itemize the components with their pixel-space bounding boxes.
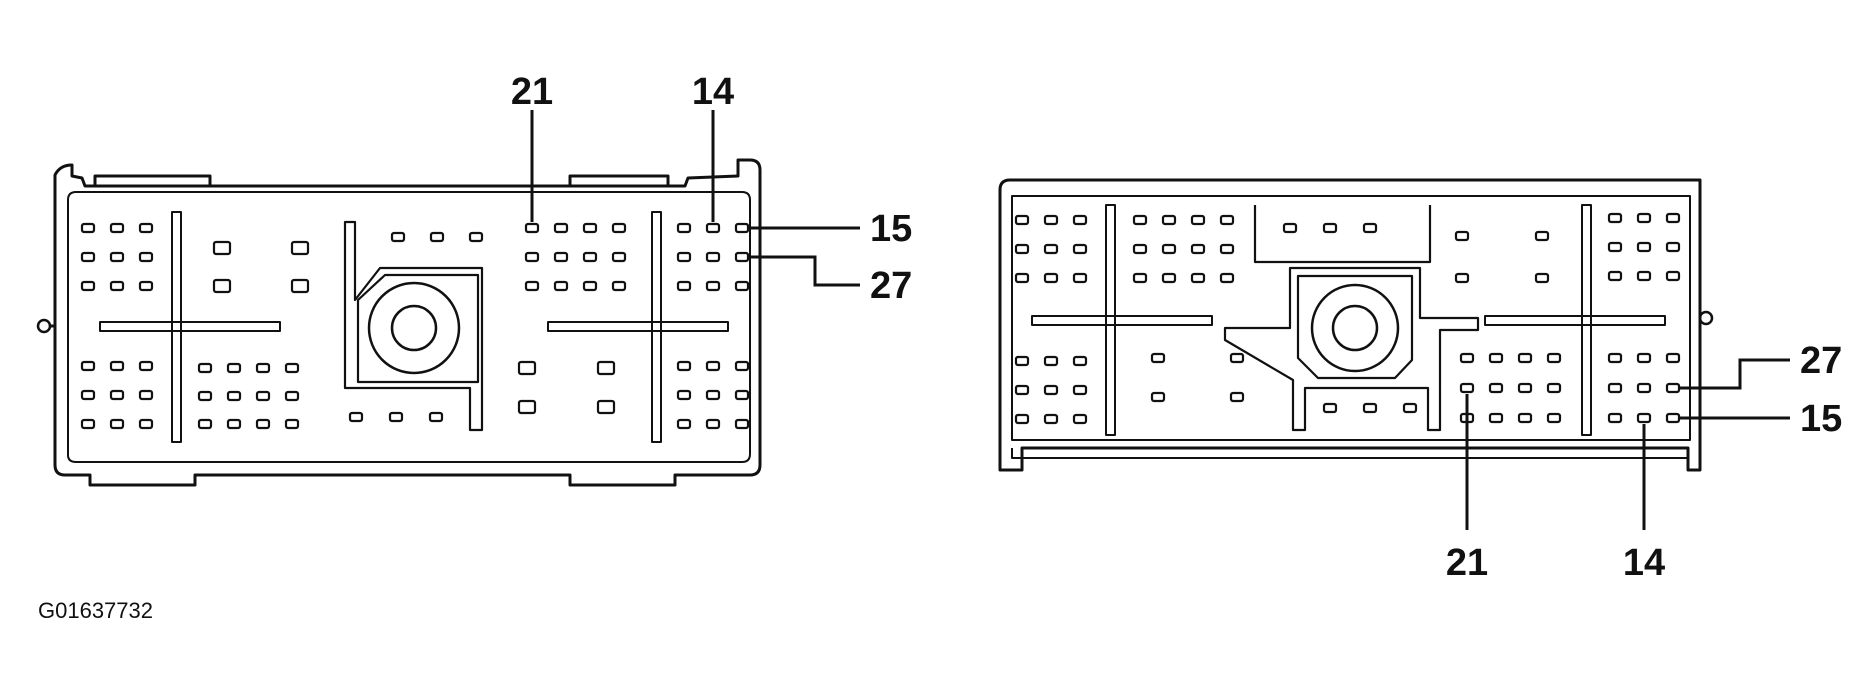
left-housing-outline xyxy=(53,158,762,487)
right-bottom-ledge xyxy=(1011,448,1688,459)
right-connector xyxy=(998,178,1714,472)
right-housing-inner-rim xyxy=(1011,195,1691,441)
left-side-knob xyxy=(36,318,52,334)
left-center-boss-inner-ring xyxy=(390,304,438,352)
right-rib-horizontal-2 xyxy=(1484,315,1666,326)
right-rib-vertical-1 xyxy=(1105,204,1116,436)
right-callout-15: 15 xyxy=(1800,398,1842,440)
right-leader-27 xyxy=(1680,358,1790,390)
left-connector xyxy=(36,158,762,487)
right-callout-14: 14 xyxy=(1623,542,1665,584)
left-callout-27: 27 xyxy=(870,265,912,307)
left-top-tab-b xyxy=(568,174,670,186)
left-leader-27 xyxy=(748,255,860,287)
right-rib-horizontal-1 xyxy=(1031,315,1213,326)
left-rib-vertical-2 xyxy=(651,211,662,443)
left-rib-horizontal-1 xyxy=(99,321,281,332)
left-rib-horizontal-2 xyxy=(547,321,729,332)
right-center-boss-inner-ring xyxy=(1331,304,1379,352)
right-center-boss-outer-ring xyxy=(1310,283,1400,373)
right-leader-lines xyxy=(1465,358,1790,530)
left-housing-inner-rim xyxy=(67,191,751,463)
right-housing-outline xyxy=(998,178,1702,472)
left-center-boss-frame xyxy=(343,220,484,432)
left-callout-15: 15 xyxy=(870,208,912,250)
left-center-boss-outer-ring xyxy=(367,281,461,375)
left-callout-14: 14 xyxy=(692,71,734,113)
left-leader-lines xyxy=(530,110,860,287)
right-center-boss-frame xyxy=(1223,205,1480,432)
right-rib-vertical-2 xyxy=(1581,204,1592,436)
left-rib-vertical-1 xyxy=(171,211,182,443)
right-callout-27: 27 xyxy=(1800,340,1842,382)
right-center-boss-inner xyxy=(1296,274,1414,380)
left-top-tab-a xyxy=(93,174,212,186)
left-callout-21: 21 xyxy=(511,71,553,113)
figure-id-caption: G01637732 xyxy=(38,598,153,623)
right-callout-21: 21 xyxy=(1446,542,1488,584)
right-side-knob xyxy=(1698,310,1714,326)
left-center-boss-inner xyxy=(356,273,480,384)
